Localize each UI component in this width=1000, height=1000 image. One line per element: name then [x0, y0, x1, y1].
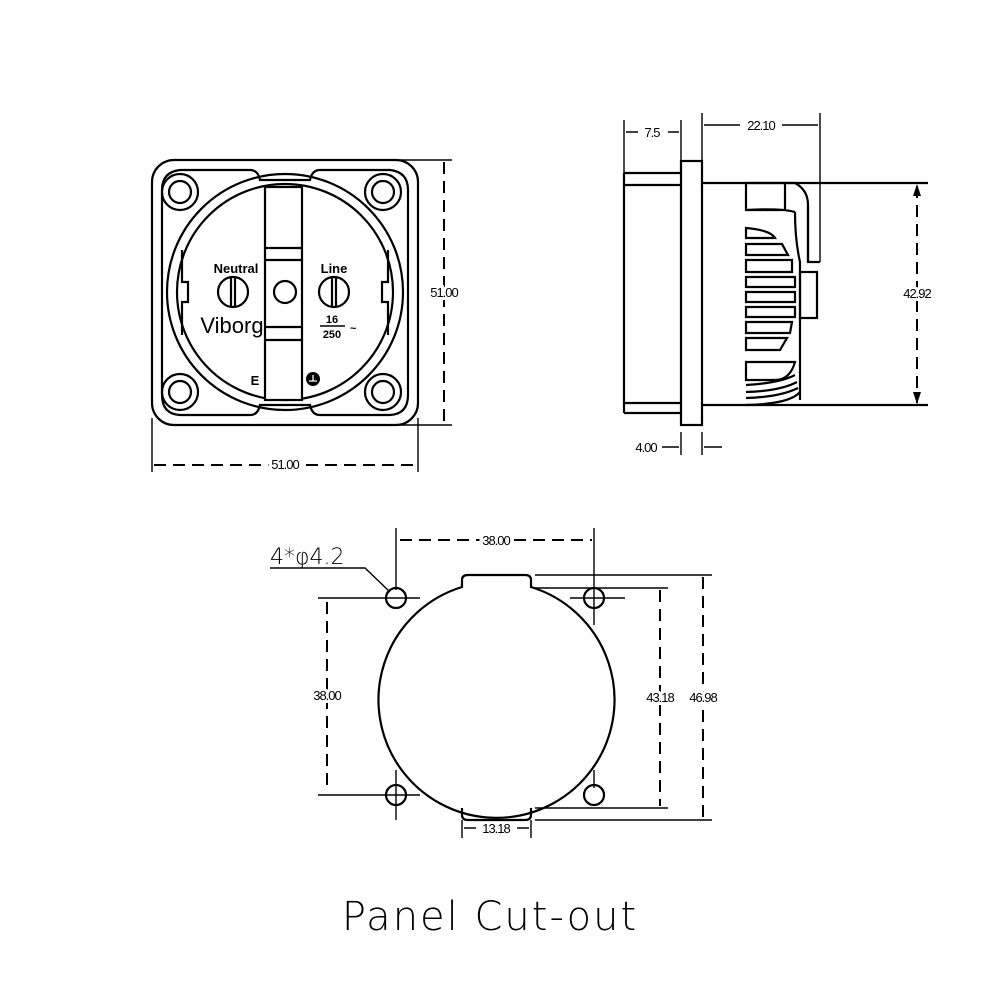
tab-width-dim: 13.18: [482, 821, 510, 836]
front-height-dim: 51.00: [430, 285, 458, 300]
diameter-dim: 43.18: [646, 690, 674, 705]
line-label: Line: [321, 261, 348, 276]
neutral-label: Neutral: [214, 261, 259, 276]
flange-dim: 4.00: [635, 440, 657, 455]
mounting-holes: [160, 172, 403, 412]
hole-spacing-h-dim: 38.00: [482, 533, 510, 548]
body-depth-dim: 22.10: [747, 118, 775, 133]
cooling-fins: [744, 226, 801, 407]
cutout-mounting-holes: [384, 586, 606, 807]
rating-voltage: 250: [323, 329, 341, 341]
cutout-view: 38.00 38.00 43.18 46.98 13.18 4*φ4.2 Pan…: [270, 528, 722, 940]
drawing-title: Panel Cut-out: [342, 894, 638, 940]
front-view: Neutral Line Viborg 16 250 ~ E 51.00 51.…: [150, 158, 463, 475]
side-view: 7.5 22.10 4.00 42.92: [622, 113, 936, 455]
hole-spec-label: 4*φ4.2: [270, 545, 345, 570]
rating-current: 16: [326, 314, 338, 326]
cutout-height-dim: 46.98: [689, 690, 717, 705]
rating-ac: ~: [350, 323, 357, 335]
front-width-dim: 51.00: [271, 457, 299, 472]
hole-spacing-v-dim: 38.00: [313, 688, 341, 703]
front-depth-dim: 7.5: [644, 125, 660, 140]
earth-label: E: [251, 373, 260, 388]
brand-label: Viborg: [200, 313, 263, 338]
body-height-dim: 42.92: [903, 286, 931, 301]
